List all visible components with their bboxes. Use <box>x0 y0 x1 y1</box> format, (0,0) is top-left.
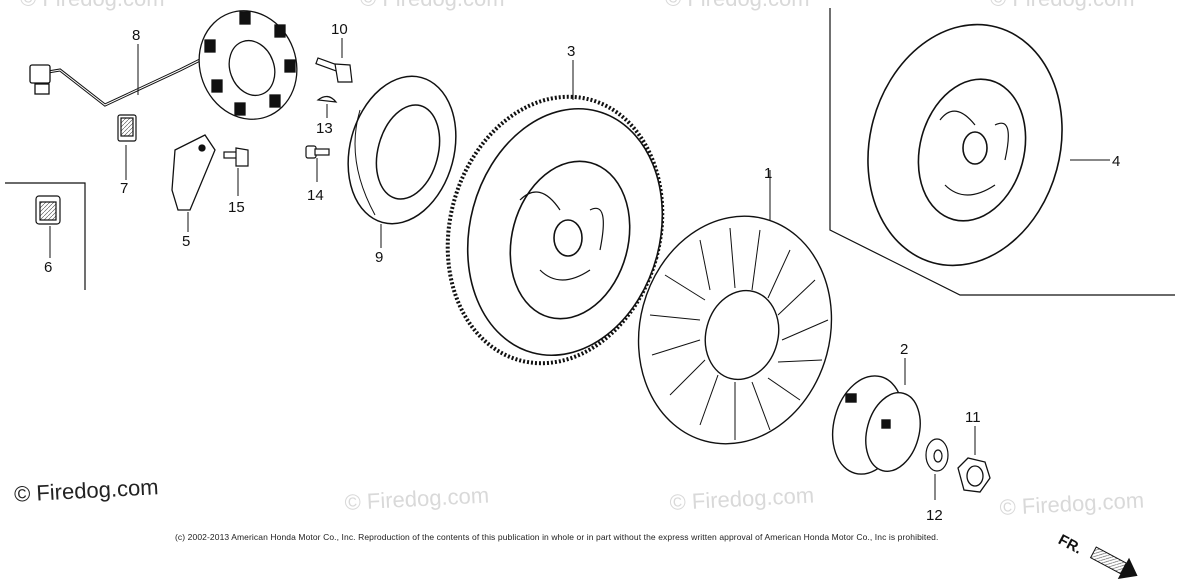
copyright-notice: (c) 2002-2013 American Honda Motor Co., … <box>175 532 939 542</box>
callout-9: 9 <box>375 249 383 266</box>
flywheel-alt-part <box>867 23 1063 267</box>
watermark-text: © Firedog.com <box>990 0 1135 11</box>
watermark-text: © Firedog.com <box>20 0 165 11</box>
stator-part <box>29 10 298 120</box>
woodruff-key-part <box>316 95 338 103</box>
ring-part <box>347 75 457 225</box>
callout-4: 4 <box>1112 153 1120 170</box>
watermark-text: © Firedog.com <box>669 482 815 515</box>
callout-13: 13 <box>316 120 333 137</box>
callout-3: 3 <box>567 43 575 60</box>
leader-lines <box>49 38 1110 500</box>
cooling-fan-part <box>637 215 833 445</box>
watermark-text: © Firedog.com <box>665 0 810 11</box>
callout-2: 2 <box>900 341 908 358</box>
callout-12: 12 <box>926 507 943 524</box>
callout-6: 6 <box>44 259 52 276</box>
inset-frame-right <box>829 8 1175 296</box>
callout-numbers: 1 2 3 4 5 6 7 8 9 10 11 12 13 14 15 <box>44 21 1120 524</box>
screw-14-part <box>305 145 330 159</box>
watermark-text: © Firedog.com <box>344 482 490 515</box>
callout-5: 5 <box>182 233 190 250</box>
callout-15: 15 <box>228 199 245 216</box>
callout-8: 8 <box>132 27 140 44</box>
inset-frame-left <box>5 182 86 290</box>
clip-part <box>117 114 137 142</box>
watermark-text: © Firedog.com <box>999 487 1145 520</box>
flywheel-part <box>445 94 665 366</box>
callout-11: 11 <box>965 409 981 426</box>
bracket-part <box>171 134 216 211</box>
watermark-text: © Firedog.com <box>360 0 505 11</box>
bolt-10-part <box>315 57 353 83</box>
callout-1: 1 <box>764 165 772 182</box>
bolt-15-part <box>223 147 249 167</box>
block-part <box>35 195 61 225</box>
nut-part <box>957 457 991 493</box>
starter-pulley-part <box>832 375 921 475</box>
washer-part <box>925 438 949 472</box>
callout-7: 7 <box>120 180 128 197</box>
callout-14: 14 <box>307 187 324 204</box>
callout-10: 10 <box>331 21 348 38</box>
front-direction-arrow <box>1089 546 1138 579</box>
